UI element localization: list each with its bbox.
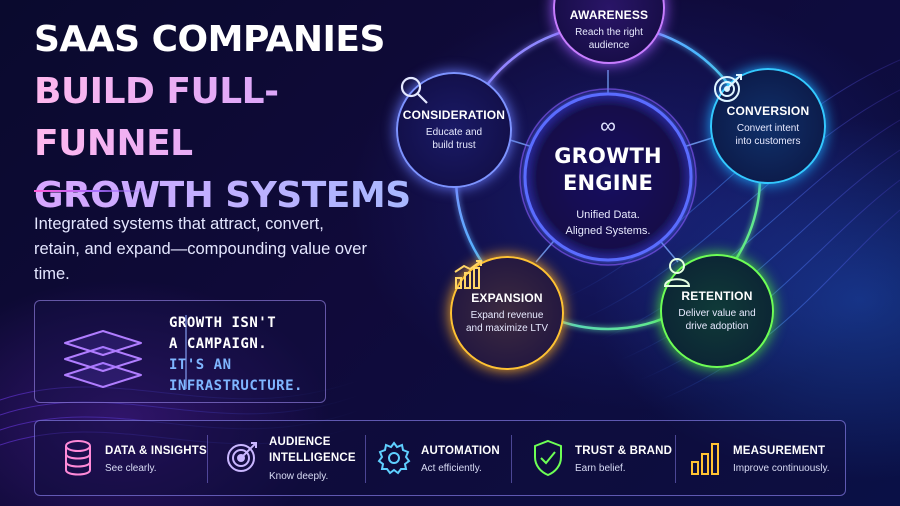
engine-sub-line-2: Aligned Systems. <box>565 225 651 237</box>
stage-description-line: audience <box>588 40 630 51</box>
pillar-title: AUDIENCE <box>269 436 331 448</box>
stage-description-line: Deliver value and <box>678 308 756 319</box>
magnifier-icon <box>400 76 428 104</box>
stage-description-line: Expand revenue <box>470 310 544 321</box>
pillar-audience-intelligence: AUDIENCE INTELLIGENCE Know deeply. <box>225 421 375 497</box>
headline: SAAS COMPANIES BUILD FULL-FUNNEL GROWTH … <box>34 14 414 222</box>
pillar-separator <box>207 435 208 483</box>
stage-retention: RETENTION Deliver value and drive adopti… <box>660 254 774 368</box>
stage-awareness: AWARENESS Reach the right audience <box>553 0 665 64</box>
engine-subtitle: Unified Data. Aligned Systems. <box>566 207 651 239</box>
stage-description-line: into customers <box>735 136 801 147</box>
layers-icon <box>64 330 142 388</box>
pillar-title-line-2: INTELLIGENCE <box>269 452 356 464</box>
stage-description: Expand revenue and maximize LTV <box>466 309 548 335</box>
growth-engine-node: ∞ GROWTH ENGINE Unified Data. Aligned Sy… <box>530 99 686 255</box>
user-icon <box>663 258 691 287</box>
stage-description-line: drive adoption <box>685 321 749 332</box>
infinity-icon: ∞ <box>600 113 616 138</box>
database-icon <box>65 440 91 476</box>
stage-title: CONSIDERATION <box>402 108 506 122</box>
pillar-trust-brand: TRUST & BRAND Earn belief. <box>531 421 681 497</box>
engine-title-line-1: GROWTH <box>554 144 662 168</box>
stage-description-line: Reach the right <box>575 27 643 38</box>
growth-chart-icon <box>454 260 482 289</box>
pillar-measurement: MEASUREMENT Improve continuously. <box>689 421 845 497</box>
stage-description-line: Convert intent <box>736 123 800 134</box>
pillar-subtitle: Improve continuously. <box>733 463 830 474</box>
stage-description-line: and maximize LTV <box>465 323 549 334</box>
engine-sub-line-1: Unified Data. <box>576 209 640 221</box>
headline-line-3: GROWTH SYSTEMS <box>34 170 414 222</box>
shield-check-icon <box>534 439 562 477</box>
callout-divider <box>185 315 187 389</box>
stage-description-line: build trust <box>432 140 476 151</box>
stage-title: CONVERSION <box>726 104 810 118</box>
pillar-title: MEASUREMENT <box>733 445 826 457</box>
stage-expansion: EXPANSION Expand revenue and maximize LT… <box>450 256 564 370</box>
stage-consideration: CONSIDERATION Educate and build trust <box>396 72 512 188</box>
pillar-title: TRUST & BRAND <box>575 445 673 457</box>
headline-line-2: BUILD FULL-FUNNEL <box>34 66 414 170</box>
engine-title: GROWTH ENGINE <box>554 143 662 197</box>
pillar-title: AUTOMATION <box>421 445 500 457</box>
stage-title: EXPANSION <box>471 291 543 305</box>
pillar-title: DATA & INSIGHTS <box>105 445 207 457</box>
stage-description: Reach the right audience <box>575 26 643 52</box>
headline-divider <box>34 190 154 192</box>
target-arrow-icon <box>714 74 742 102</box>
pillars-bar: DATA & INSIGHTS See clearly. AUDIENCE IN… <box>34 420 846 496</box>
pillar-separator <box>511 435 512 483</box>
funnel-diagram: ∞ GROWTH ENGINE Unified Data. Aligned Sy… <box>390 0 900 410</box>
pillar-separator <box>675 435 676 483</box>
stage-description: Convert intent into customers <box>735 122 800 148</box>
pillar-subtitle: See clearly. <box>105 463 157 474</box>
callout-line-3: IT'S AN <box>169 357 232 373</box>
stage-title: RETENTION <box>681 289 753 303</box>
pillar-subtitle: Act efficiently. <box>421 463 482 474</box>
stage-description: Deliver value and drive adoption <box>678 307 755 333</box>
bar-chart-icon <box>691 443 719 475</box>
description: Integrated systems that attract, convert… <box>34 215 367 283</box>
stage-conversion: CONVERSION Convert intent into customers <box>710 68 826 184</box>
callout-line-1: GROWTH ISN'T <box>169 315 277 331</box>
stage-description-line: Educate and <box>425 127 483 138</box>
pillar-subtitle: Know deeply. <box>269 471 329 482</box>
stage-description: Educate and build trust <box>426 126 482 152</box>
engine-title-line-2: ENGINE <box>562 171 654 195</box>
stage-title: AWARENESS <box>569 8 649 22</box>
headline-line-1: SAAS COMPANIES <box>34 19 385 60</box>
callout-box: GROWTH ISN'T A CAMPAIGN. IT'S AN INFRAST… <box>34 300 326 403</box>
gear-icon <box>377 441 411 475</box>
target-icon <box>227 442 257 472</box>
callout-line-2: A CAMPAIGN. <box>169 336 268 352</box>
pillar-separator <box>365 435 366 483</box>
pillar-subtitle: Earn belief. <box>575 463 626 474</box>
callout-line-4: INFRASTRUCTURE. <box>169 378 303 394</box>
pillar-data-insights: DATA & INSIGHTS See clearly. <box>61 421 211 497</box>
callout-statement: GROWTH ISN'T A CAMPAIGN. <box>169 313 276 355</box>
pillar-automation: AUTOMATION Act efficiently. <box>377 421 527 497</box>
callout-emphasis: IT'S AN INFRASTRUCTURE. <box>169 355 303 397</box>
